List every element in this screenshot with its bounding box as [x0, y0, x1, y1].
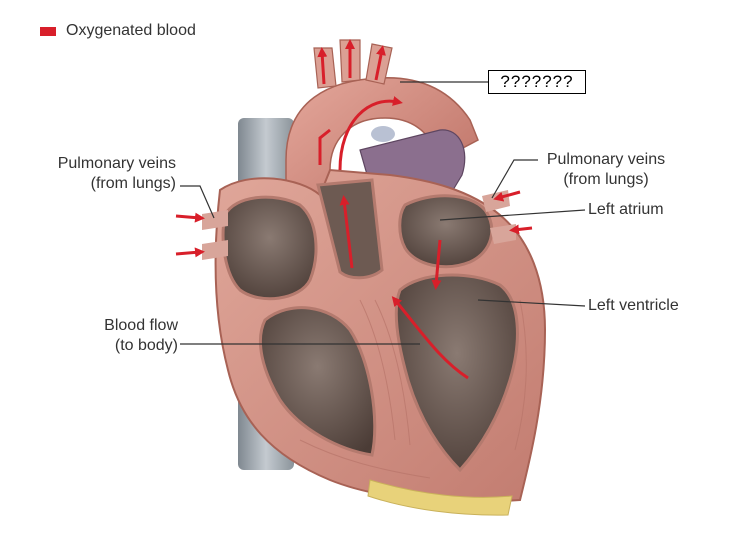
pulmonary-artery-opening	[371, 126, 395, 142]
arrow-pv-right-lower	[509, 224, 533, 235]
label-pulmonary-veins-left: Pulmonary veins (from lungs)	[40, 154, 176, 194]
aortic-branches	[313, 39, 393, 89]
label-pulmonary-veins-left-line1: Pulmonary veins	[57, 155, 176, 172]
label-blood-flow-line2: (to body)	[114, 337, 178, 354]
arrow-pv-right-upper	[493, 190, 521, 202]
legend-swatch	[40, 26, 56, 36]
label-left-atrium: Left atrium	[588, 201, 664, 218]
label-pulmonary-veins-right-line1: Pulmonary veins	[546, 151, 666, 168]
label-blood-flow-line1: Blood flow	[104, 317, 178, 334]
arrow-pv-left-upper	[175, 212, 205, 223]
left-atrium-chamber	[398, 194, 494, 269]
leader-lines	[180, 81, 586, 345]
label-pulmonary-veins-right-line2: (from lungs)	[563, 171, 649, 188]
arrow-outflow-up	[339, 195, 354, 269]
pulmonary-vein-left-upper	[202, 210, 228, 230]
leader-pv-right	[491, 159, 538, 199]
arrow-descending	[318, 128, 331, 165]
apex-fat	[367, 479, 513, 516]
left-ventricle-chamber	[394, 273, 519, 473]
pulmonary-vein-left-lower	[202, 240, 228, 260]
arrow-lv-up	[391, 296, 469, 380]
arrow-la-to-lv	[431, 239, 442, 290]
muscle-striations	[299, 299, 527, 479]
legend-label: Oxygenated blood	[66, 22, 196, 39]
pulmonary-vein-right-upper	[482, 190, 510, 212]
label-blood-flow: Blood flow (to body)	[40, 316, 178, 356]
hidden-label-box: ???????	[488, 70, 586, 94]
arrow-aorta-branch-1	[317, 47, 328, 85]
leader-left-ventricle	[477, 299, 586, 307]
arrow-aortic-arch	[338, 96, 403, 171]
aortic-outflow	[316, 178, 384, 280]
label-pulmonary-veins-left-line2: (from lungs)	[90, 175, 176, 192]
right-atrium	[221, 195, 318, 301]
arrow-pv-left-lower	[175, 247, 205, 258]
arrow-aorta-branch-3	[374, 45, 386, 81]
legend: Oxygenated blood	[40, 22, 196, 40]
blood-flow-arrows	[175, 39, 533, 380]
label-pulmonary-veins-right: Pulmonary veins (from lungs)	[538, 150, 674, 190]
leader-pv-left	[180, 185, 215, 219]
label-left-ventricle: Left ventricle	[588, 297, 679, 314]
leader-left-atrium	[439, 209, 586, 221]
